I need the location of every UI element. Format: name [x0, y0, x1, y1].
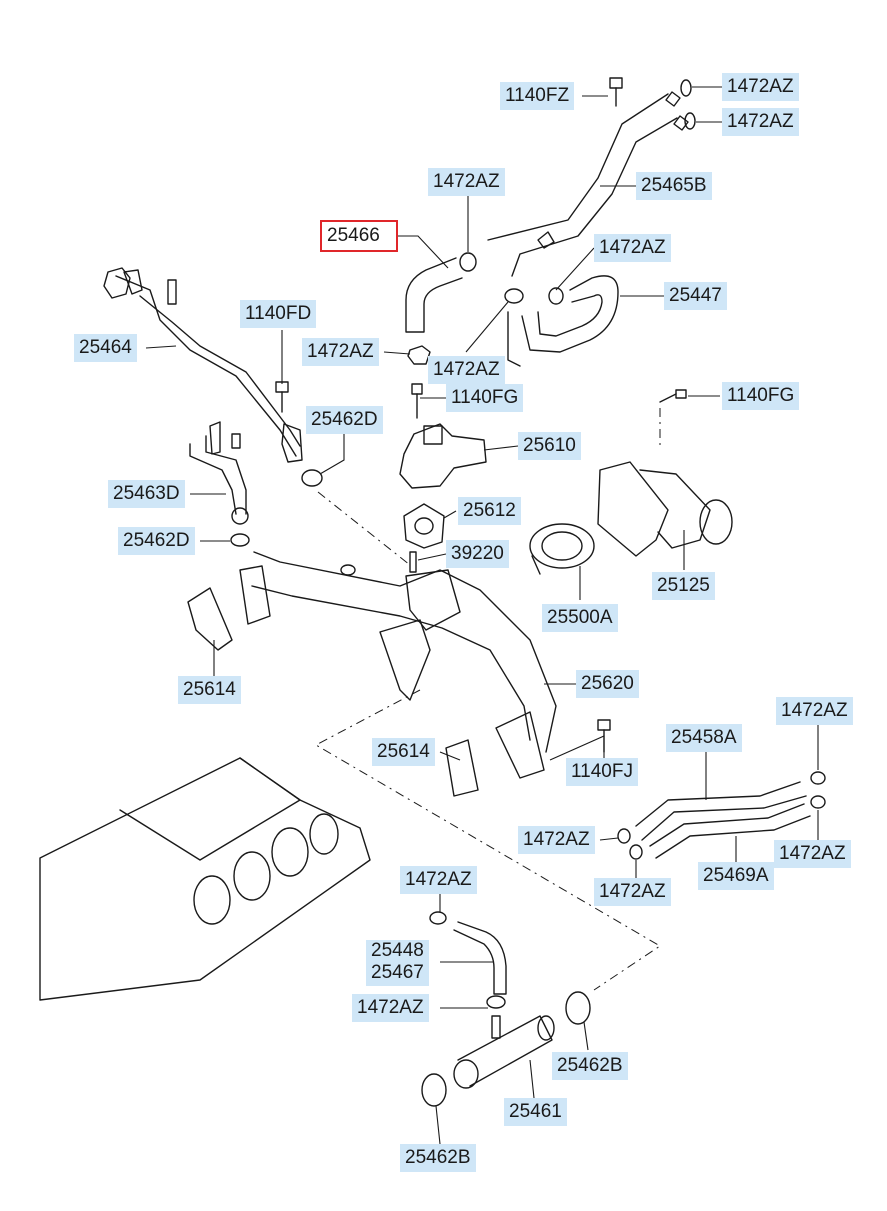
label-1472AZ[interactable]: 1472AZ [400, 866, 477, 894]
label-25469A[interactable]: 25469A [698, 862, 774, 890]
label-1472AZ[interactable]: 1472AZ [594, 878, 671, 906]
part-25125-fitting[interactable] [597, 461, 733, 557]
part-25500A-thermostat[interactable] [529, 523, 595, 575]
part-25465B-pipe[interactable] [487, 91, 689, 277]
label-1140FZ[interactable]: 1140FZ [500, 82, 575, 110]
label-25620[interactable]: 25620 [576, 670, 639, 698]
label-1472AZ[interactable]: 1472AZ [774, 840, 851, 868]
label-25462B[interactable]: 25462B [400, 1144, 476, 1172]
leader-lines [145, 86, 819, 1145]
label-25463D[interactable]: 25463D [108, 480, 185, 508]
part-25448-hose[interactable] [453, 921, 507, 995]
label-25467: 25467 [371, 962, 424, 983]
hose-clamps-top[interactable] [407, 79, 696, 365]
part-25610-housing[interactable] [399, 423, 487, 489]
label-1140FG[interactable]: 1140FG [722, 382, 800, 410]
label-1472AZ[interactable]: 1472AZ [776, 697, 853, 725]
label-25461[interactable]: 25461 [504, 1098, 567, 1126]
label-25464[interactable]: 25464 [74, 334, 137, 362]
label-25466-selected[interactable]: 25466 [320, 220, 398, 252]
label-1472AZ[interactable]: 1472AZ [428, 168, 505, 196]
part-1140FG-bolts[interactable] [411, 383, 687, 419]
hose-clamps-right[interactable] [617, 771, 826, 860]
part-25461-pipe[interactable] [453, 1015, 555, 1089]
label-1472AZ[interactable]: 1472AZ [722, 108, 799, 136]
part-25620-manifold[interactable] [239, 551, 557, 779]
label-39220[interactable]: 39220 [446, 540, 509, 568]
hose-clamps-bottom[interactable] [429, 911, 506, 1009]
part-1140FZ-bolt[interactable] [609, 77, 623, 107]
label-1140FJ[interactable]: 1140FJ [566, 758, 638, 786]
label-25614[interactable]: 25614 [178, 676, 241, 704]
part-25466-hose[interactable] [405, 257, 463, 333]
label-1472AZ[interactable]: 1472AZ [428, 356, 505, 384]
label-1472AZ[interactable]: 1472AZ [722, 73, 799, 101]
o-rings-25462D[interactable] [230, 469, 323, 547]
label-25465B[interactable]: 25465B [636, 172, 712, 200]
label-1472AZ[interactable]: 1472AZ [352, 994, 429, 1022]
label-25462D[interactable]: 25462D [306, 406, 383, 434]
part-25447-hose[interactable] [507, 275, 619, 367]
label-1472AZ[interactable]: 1472AZ [302, 338, 379, 366]
label-25462D[interactable]: 25462D [118, 527, 195, 555]
part-25612-gasket[interactable] [403, 503, 445, 549]
label-1140FD[interactable]: 1140FD [240, 300, 317, 328]
label-25125[interactable]: 25125 [652, 572, 715, 600]
guide-lines [314, 408, 661, 991]
part-25458A-pipe[interactable] [635, 781, 807, 841]
label-1140FG[interactable]: 1140FG [446, 384, 524, 412]
label-25458A[interactable]: 25458A [666, 724, 742, 752]
part-25614-gaskets[interactable] [187, 587, 479, 797]
label-25448: 25448 [371, 940, 424, 961]
part-25463D-pipe[interactable] [189, 421, 249, 525]
label-1472AZ[interactable]: 1472AZ [594, 234, 671, 262]
label-25448-25467[interactable]: 25448 25467 [366, 940, 429, 986]
part-25469A-pipe[interactable] [649, 803, 811, 859]
engine-block [39, 757, 371, 1001]
label-1472AZ[interactable]: 1472AZ [518, 826, 595, 854]
label-25462B[interactable]: 25462B [552, 1052, 628, 1080]
label-25612[interactable]: 25612 [458, 497, 521, 525]
part-39220-sensor[interactable] [409, 551, 417, 573]
label-25614[interactable]: 25614 [372, 738, 435, 766]
label-25447[interactable]: 25447 [664, 282, 727, 310]
label-25500A[interactable]: 25500A [542, 604, 618, 632]
part-25464-pipe[interactable] [103, 267, 303, 463]
label-25610[interactable]: 25610 [518, 432, 581, 460]
o-rings-25462B[interactable] [421, 991, 591, 1107]
